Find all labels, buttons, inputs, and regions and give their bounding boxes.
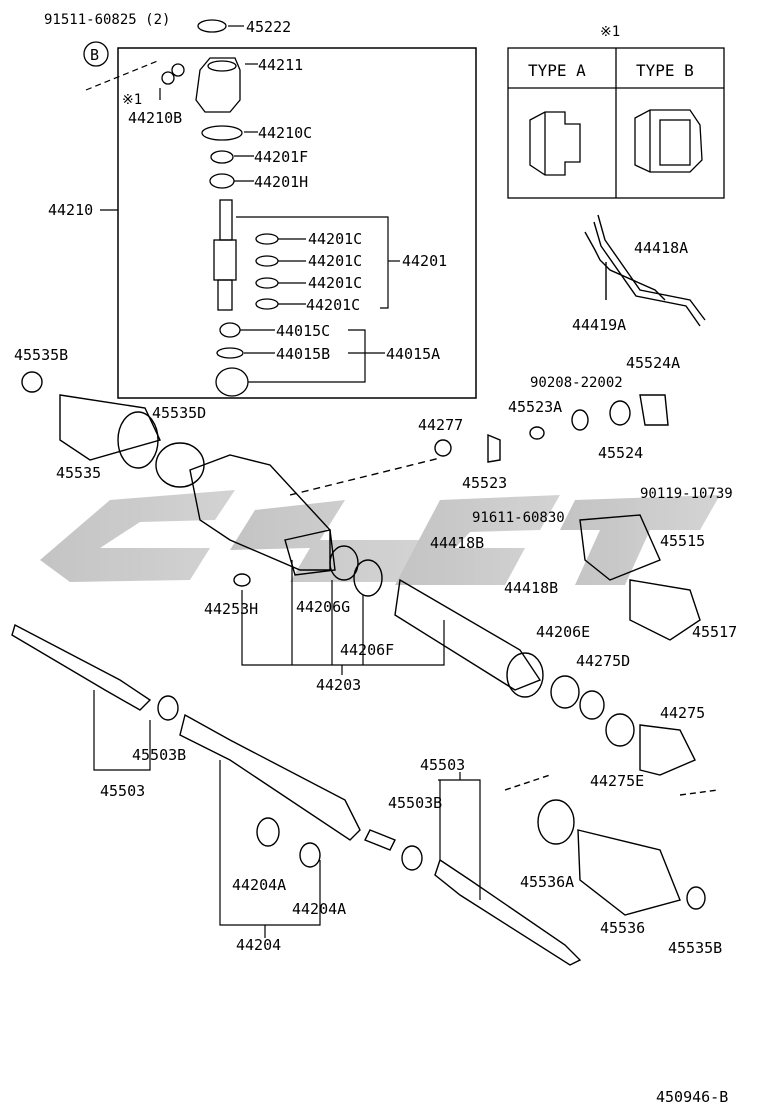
label-45535: 45535: [56, 464, 101, 482]
label-44206F: 44206F: [340, 641, 394, 659]
label-45517: 45517: [692, 623, 737, 641]
label-note1-top: ※1: [600, 24, 620, 40]
type-b-heading: TYPE B: [636, 61, 694, 80]
label-45503B-right: 45503B: [388, 794, 442, 812]
label-44201C-3: 44201C: [308, 274, 362, 292]
label-44204: 44204: [236, 936, 281, 954]
label-90119: 90119-10739: [640, 486, 733, 502]
label-45535B-bottom: 45535B: [668, 939, 722, 957]
label-44206G: 44206G: [296, 598, 350, 616]
label-45515: 45515: [660, 532, 705, 550]
label-44201: 44201: [402, 252, 447, 270]
label-44210B: 44210B: [128, 109, 182, 127]
label-44418A-top: 44418A: [634, 239, 688, 257]
figure-number: 450946-B: [656, 1088, 728, 1106]
label-44203: 44203: [316, 676, 361, 694]
label-44211: 44211: [258, 56, 303, 74]
rack-housing: [21, 371, 719, 916]
type-table: [507, 47, 725, 199]
label-45535B-top: 45535B: [14, 346, 68, 364]
label-45535D: 45535D: [152, 404, 206, 422]
label-44015B: 44015B: [276, 345, 330, 363]
label-45536: 45536: [600, 919, 645, 937]
label-45524: 45524: [598, 444, 643, 462]
label-44418B-1: 44418B: [430, 534, 484, 552]
label-44210C: 44210C: [258, 124, 312, 142]
label-44419A: 44419A: [572, 316, 626, 334]
label-91611: 91611-60830: [472, 510, 565, 526]
label-44015C: 44015C: [276, 322, 330, 340]
label-44418B-2: 44418B: [504, 579, 558, 597]
label-44201C-4: 44201C: [306, 296, 360, 314]
label-45536A: 45536A: [520, 873, 574, 891]
b-circle-marker: [83, 41, 109, 67]
label-44206E: 44206E: [536, 623, 590, 641]
label-note1-left: ※1: [122, 92, 142, 108]
valve-assembly-frame: [117, 47, 477, 399]
watermark-logo: [40, 490, 720, 585]
label-44275E: 44275E: [590, 772, 644, 790]
label-44201C-2: 44201C: [308, 252, 362, 270]
leader-lines: [85, 25, 400, 383]
label-45523: 45523: [462, 474, 507, 492]
tie-rods: [11, 623, 582, 966]
label-44210: 44210: [48, 201, 93, 219]
pressure-lines: [584, 214, 706, 327]
label-44015A: 44015A: [386, 345, 440, 363]
type-b-part: [634, 109, 703, 173]
label-44201F: 44201F: [254, 148, 308, 166]
label-45524A: 45524A: [626, 354, 680, 372]
label-45222: 45222: [246, 18, 291, 36]
label-45523A: 45523A: [508, 398, 562, 416]
label-45503-left: 45503: [100, 782, 145, 800]
label-b-circle: B: [90, 46, 99, 64]
type-a-part: [529, 111, 581, 176]
label-bolt-top: 91511-60825 (2): [44, 12, 170, 28]
valve-parts: [161, 19, 279, 397]
label-90208: 90208-22002: [530, 375, 623, 391]
label-45503B-left: 45503B: [132, 746, 186, 764]
type-a-heading: TYPE A: [528, 61, 586, 80]
label-44275: 44275: [660, 704, 705, 722]
label-44204A-2: 44204A: [292, 900, 346, 918]
bracket-lines: [93, 560, 481, 938]
label-45503-right: 45503: [420, 756, 465, 774]
label-44277: 44277: [418, 416, 463, 434]
label-44201C-1: 44201C: [308, 230, 362, 248]
label-44204A-1: 44204A: [232, 876, 286, 894]
label-44201H: 44201H: [254, 173, 308, 191]
label-44253H: 44253H: [204, 600, 258, 618]
label-44275D: 44275D: [576, 652, 630, 670]
